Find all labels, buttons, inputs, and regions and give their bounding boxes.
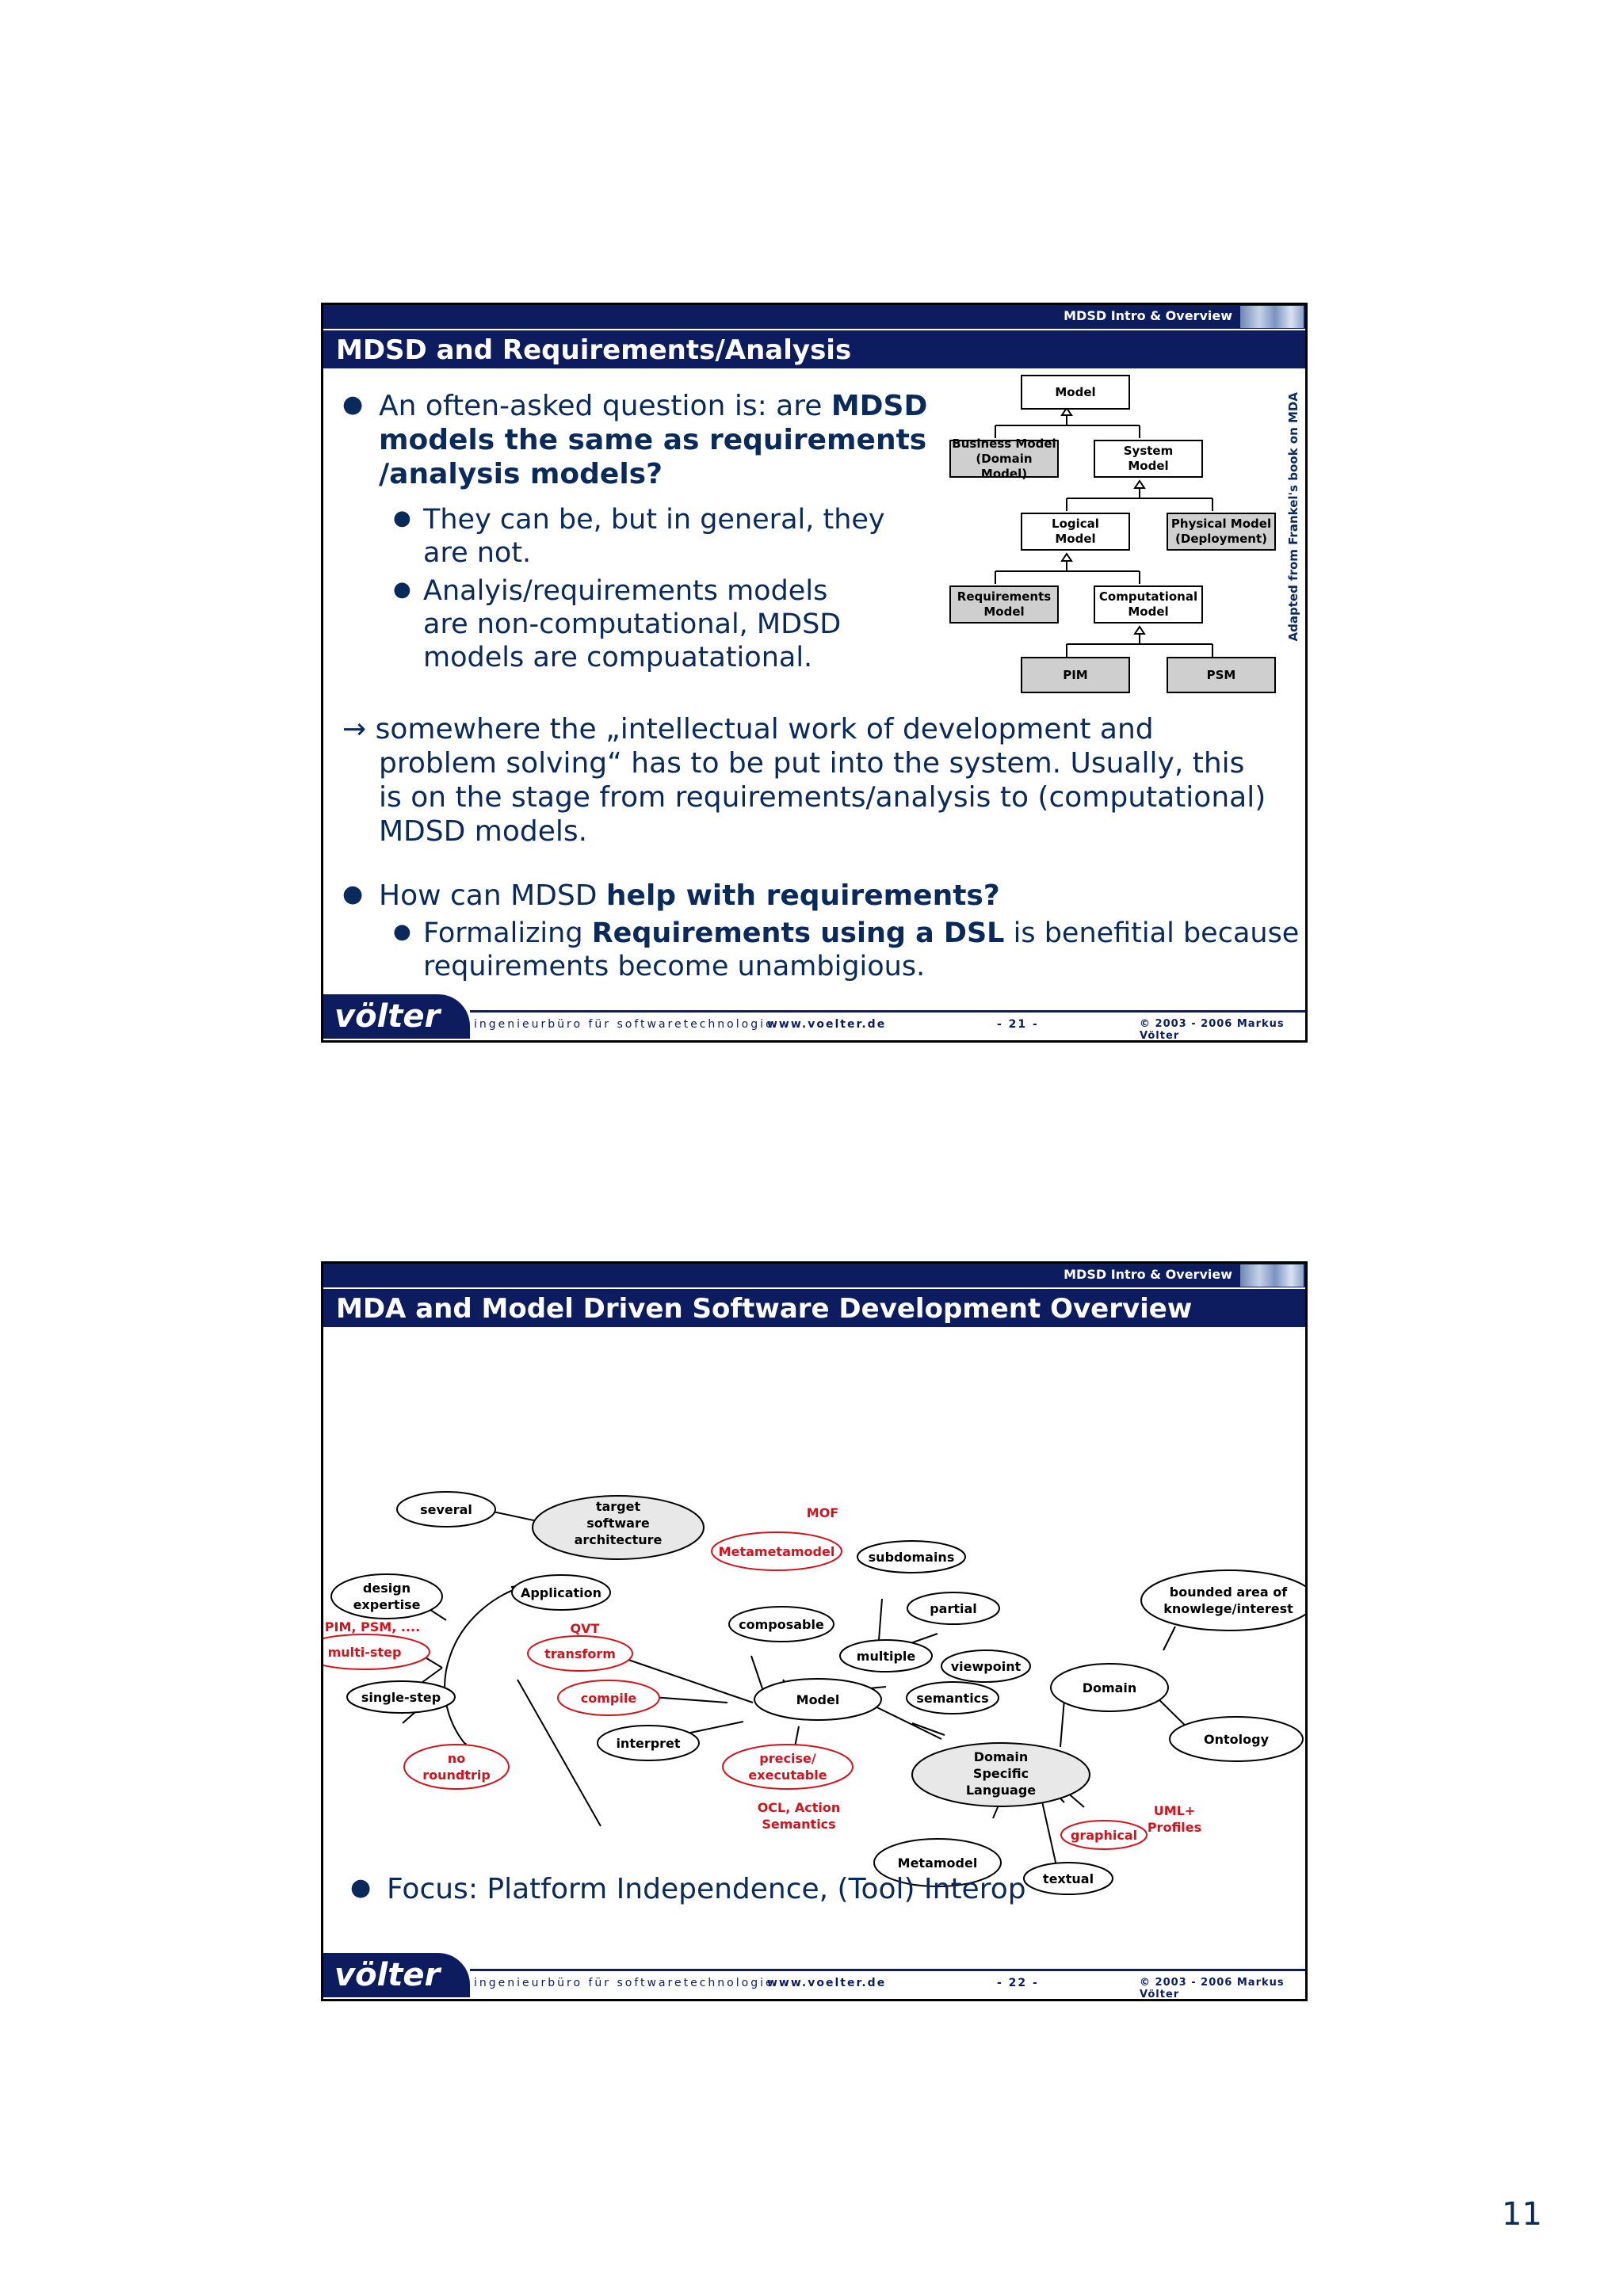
mdsd-mind-map: several target software architecture des… xyxy=(323,1491,1305,1895)
label-pim-psm: PIM, PSM, .... xyxy=(325,1619,420,1634)
bullet-icon: ● xyxy=(342,880,364,908)
voelter-logo: völter xyxy=(323,1953,470,1997)
footer-tagline: ingenieurbüro für softwaretechnologie xyxy=(474,1018,775,1031)
diagram-box-pim: PIM xyxy=(1021,657,1130,693)
node-no-l2: roundtrip xyxy=(422,1768,491,1783)
sub-bullet-1: They can be, but in general, they are no… xyxy=(423,504,885,569)
node-textual: textual xyxy=(1043,1871,1094,1886)
node-design-l1: design xyxy=(363,1581,411,1596)
node-target-l1: target xyxy=(596,1499,641,1514)
node-precise-l1: precise/ xyxy=(759,1751,816,1766)
node-semantics: semantics xyxy=(916,1691,988,1706)
node-singlestep: single-step xyxy=(361,1690,441,1705)
label-qvt: QVT xyxy=(571,1621,600,1636)
node-subdomains: subdomains xyxy=(869,1550,955,1565)
footer-page: - 21 - xyxy=(997,1018,1039,1031)
node-metamodel: Metamodel xyxy=(898,1855,978,1871)
node-application: Application xyxy=(521,1585,601,1600)
label-uml-l2: Profiles xyxy=(1148,1820,1201,1835)
bullet-icon: ● xyxy=(350,1874,372,1901)
node-viewpoint: viewpoint xyxy=(951,1659,1022,1674)
diagram-box-model: Model xyxy=(1021,375,1130,410)
node-compile: compile xyxy=(581,1691,637,1706)
slide-footer: völter ingenieurbüro für softwaretechnol… xyxy=(323,994,1305,1042)
node-precise-l2: executable xyxy=(748,1768,827,1783)
footer-copyright: © 2003 - 2006 Markus Völter xyxy=(1140,1018,1285,1042)
footer-url[interactable]: www.voelter.de xyxy=(767,1018,887,1031)
footer-copyright: © 2003 - 2006 Markus Völter xyxy=(1140,1977,1285,2000)
slide-22: MDSD Intro & Overview MDA and Model Driv… xyxy=(321,1261,1308,2001)
diagram-box-business-model: Business Model(Domain Model) xyxy=(949,437,1059,481)
node-bounded-l1: bounded area of xyxy=(1170,1585,1288,1600)
node-graphical: graphical xyxy=(1071,1828,1137,1843)
diagram-box-physical-model: Physical Model(Deployment) xyxy=(1167,513,1276,551)
node-transform: transform xyxy=(544,1646,616,1661)
header-tag: MDSD Intro & Overview xyxy=(1064,1267,1232,1282)
bullet-icon: ● xyxy=(393,920,411,944)
slide-title: MDA and Model Driven Software Developmen… xyxy=(323,1287,1305,1327)
node-multiple: multiple xyxy=(857,1649,916,1664)
bullet-icon: ● xyxy=(393,578,411,601)
label-ocl-l2: Semantics xyxy=(762,1817,835,1832)
voelter-logo: völter xyxy=(323,994,470,1039)
node-interpret: interpret xyxy=(616,1736,680,1751)
bullet-icon: ● xyxy=(393,506,411,530)
node-dsl-l3: Language xyxy=(966,1783,1036,1798)
slide-footer: völter ingenieurbüro für softwaretechnol… xyxy=(323,1953,1305,2000)
node-ontology: Ontology xyxy=(1204,1732,1270,1747)
footer-url[interactable]: www.voelter.de xyxy=(767,1977,887,1989)
slide-header-bar: MDSD Intro & Overview xyxy=(323,1264,1305,1287)
node-target-l2: software xyxy=(586,1516,650,1531)
node-multistep: multi-step xyxy=(328,1645,402,1660)
header-image xyxy=(1240,1264,1304,1287)
node-model: Model xyxy=(796,1692,840,1707)
bullet-icon: ● xyxy=(342,391,364,418)
model-hierarchy-diagram xyxy=(995,406,1213,657)
slide-header-bar: MDSD Intro & Overview xyxy=(323,305,1305,329)
node-domain: Domain xyxy=(1083,1680,1137,1695)
node-target-l3: architecture xyxy=(575,1532,663,1547)
footer-tagline: ingenieurbüro für softwaretechnologie xyxy=(474,1977,775,1989)
slide-title: MDSD and Requirements/Analysis xyxy=(323,329,1305,368)
label-uml-l1: UML+ xyxy=(1154,1803,1196,1818)
node-dsl-l1: Domain xyxy=(974,1749,1029,1764)
label-mof: MOF xyxy=(807,1505,838,1520)
slide-21: MDSD Intro & Overview MDSD and Requireme… xyxy=(321,303,1308,1043)
diagram-box-psm: PSM xyxy=(1167,657,1276,693)
node-composable: composable xyxy=(739,1617,824,1632)
bullet-2: How can MDSD help with requirements? xyxy=(379,879,1000,912)
node-metametamodel: Metametamodel xyxy=(719,1544,835,1559)
node-bounded-l2: knowlege/interest xyxy=(1163,1601,1293,1616)
page-number: 11 xyxy=(1502,2196,1542,2233)
arrow-paragraph: → somewhere the „intellectual work of de… xyxy=(342,713,1266,848)
focus-bullet: Focus: Platform Independence, (Tool) Int… xyxy=(387,1873,1026,1905)
source-note: Adapted from Frankel's book on MDA xyxy=(1286,392,1300,642)
node-several: several xyxy=(420,1502,472,1517)
bullet-1: An often-asked question is: are MDSD mod… xyxy=(379,390,928,490)
sub-bullet-2: Analyis/requirements models are non-comp… xyxy=(423,575,842,673)
header-tag: MDSD Intro & Overview xyxy=(1064,308,1232,323)
label-ocl-l1: OCL, Action xyxy=(758,1800,841,1815)
node-dsl-l2: Specific xyxy=(973,1766,1029,1781)
header-image xyxy=(1240,306,1304,328)
node-no-l1: no xyxy=(448,1751,465,1766)
node-design-l2: expertise xyxy=(353,1597,421,1612)
footer-page: - 22 - xyxy=(997,1977,1039,1989)
node-partial: partial xyxy=(930,1601,977,1616)
sub-bullet-3: Formalizing Requirements using a DSL is … xyxy=(423,917,1300,982)
